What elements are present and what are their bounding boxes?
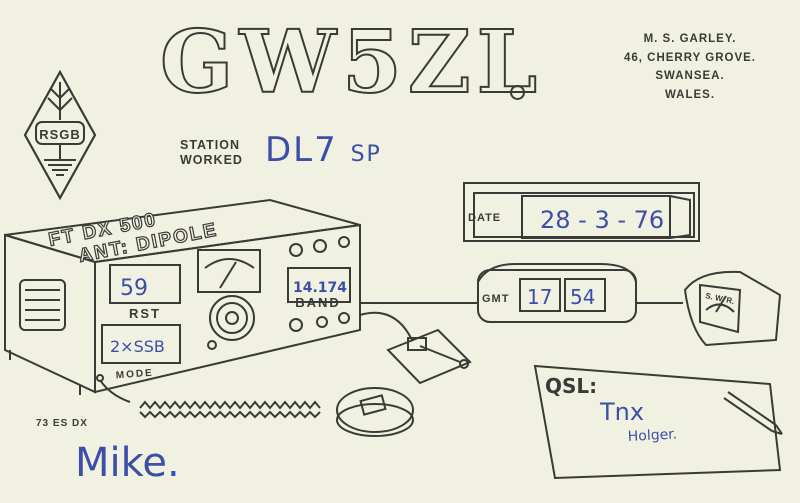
address-block: M. S. GARLEY. 46, CHERRY GROVE. SWANSEA.… (600, 30, 780, 104)
station-worked-value: DL7 SP (265, 130, 382, 170)
pen-icon (723, 391, 783, 435)
qsl-name: Holger. (627, 426, 677, 445)
date-value: 28 - 3 - 76 (540, 206, 664, 234)
mode-label: MODE (115, 368, 154, 382)
station-callsign-suffix: SP (350, 142, 382, 167)
rsgb-logo-icon (23, 69, 97, 201)
address-line: M. S. GARLEY. (643, 33, 737, 45)
band-value: 14.174 (293, 280, 347, 296)
radio-transceiver-icon (4, 198, 361, 395)
rst-label: RST (129, 306, 161, 321)
date-panel (463, 182, 700, 242)
station-callsign: DL7 (265, 130, 338, 170)
gmt-clock (477, 263, 683, 323)
station-label-line: WORKED (180, 153, 243, 167)
gmt-label: GMT (482, 293, 509, 305)
sign-off-text: 73 ES DX (36, 418, 88, 429)
band-label: BAND (295, 295, 341, 310)
rst-value: 59 (120, 276, 148, 301)
microphone-icon (99, 379, 414, 437)
mode-value: 2×SSB (110, 337, 165, 356)
address-line: 46, CHERRY GROVE. (623, 51, 757, 64)
morse-key-icon (359, 311, 472, 385)
date-label: DATE (468, 212, 501, 224)
address-line: WALES. (664, 88, 716, 101)
callsign-period (510, 85, 525, 100)
qsl-label: QSL: (545, 374, 597, 398)
gmt-minute: 54 (570, 285, 595, 309)
signature: Mike. (75, 440, 180, 486)
swr-meter-icon (683, 270, 782, 347)
qsl-paper (533, 364, 782, 480)
qsl-thanks: Tnx (599, 398, 644, 426)
station-label-line: STATION (180, 138, 241, 152)
station-worked-label: STATION WORKED (180, 138, 243, 168)
gmt-hour: 17 (527, 285, 552, 309)
address-line: SWANSEA. (655, 70, 725, 82)
rsgb-logo-text: RSGB (39, 127, 81, 142)
callsign-heading: GW5ZL (159, 12, 544, 113)
